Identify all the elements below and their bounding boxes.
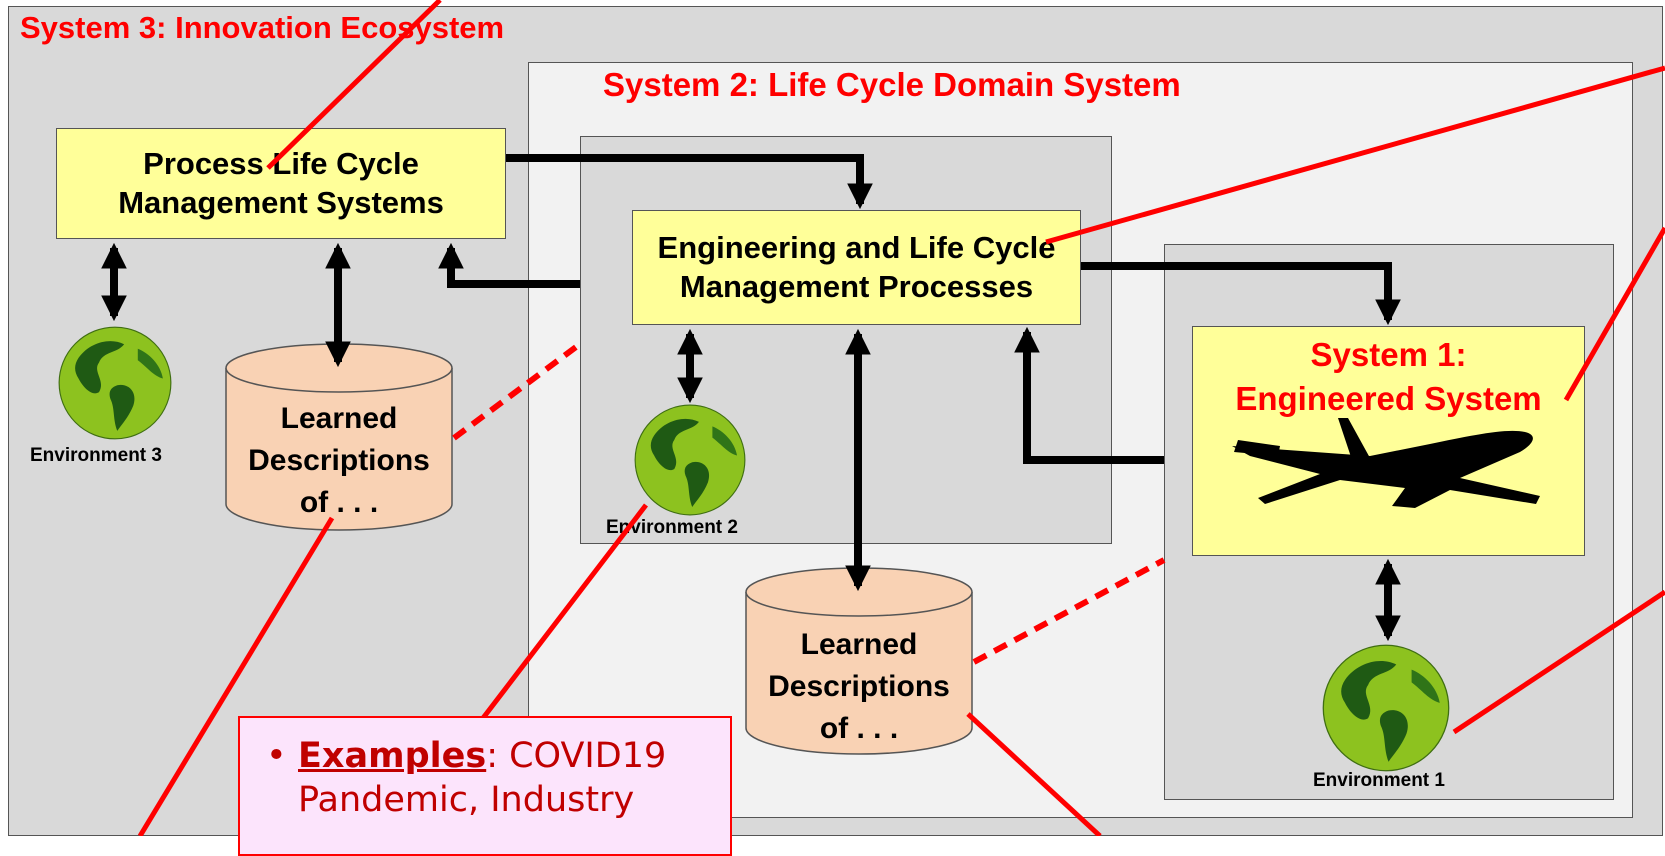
process-box-line1: Process Life Cycle bbox=[143, 145, 419, 181]
learned-left-line3: of . . . bbox=[299, 486, 379, 519]
connector-layer bbox=[101, 0, 1665, 836]
callout-line2: Pandemic, Industry bbox=[298, 780, 635, 820]
red-line-system1 bbox=[1563, 226, 1665, 402]
learned-descriptions-cylinder-middle: Learned Descriptions of . . . bbox=[744, 566, 974, 756]
dashed-link-left-cylinder bbox=[452, 341, 582, 441]
red-line-system3 bbox=[266, 0, 442, 170]
system2-title: System 2: Life Cycle Domain System bbox=[603, 66, 1181, 103]
learned-descriptions-cylinder-left: Learned Descriptions of . . . bbox=[224, 342, 454, 532]
globe-icon bbox=[1322, 644, 1450, 772]
examples-callout: • Examples: COVID19 Pandemic, Industry bbox=[238, 716, 732, 856]
engineering-box-line1: Engineering and Life Cycle bbox=[657, 229, 1056, 265]
learned-left-line1: Learned bbox=[280, 402, 398, 435]
examples-label: Examples bbox=[298, 736, 487, 776]
environment-2-label: Environment 2 bbox=[606, 517, 738, 538]
cylinder-shape bbox=[745, 567, 973, 755]
callout-line1-text: : COVID19 bbox=[486, 736, 667, 776]
red-line-env2 bbox=[478, 503, 648, 724]
learned-middle-line2: Descriptions bbox=[768, 670, 950, 703]
learned-left-line2: Descriptions bbox=[248, 444, 430, 477]
red-line-learned-middle bbox=[966, 712, 1102, 836]
dashed-link-middle-cylinder bbox=[972, 557, 1166, 665]
callout-bullet: • bbox=[266, 736, 287, 776]
learned-middle-line1: Learned bbox=[800, 628, 918, 661]
red-line-learned-left bbox=[137, 516, 335, 836]
environment-3-label: Environment 3 bbox=[30, 445, 162, 466]
airplane-icon bbox=[1232, 418, 1540, 508]
engineering-processes-box: Engineering and Life Cycle Management Pr… bbox=[632, 210, 1081, 325]
callout-line1: Examples: COVID19 bbox=[298, 734, 710, 778]
arrow-process-to-engineering bbox=[506, 154, 873, 210]
system1-line2: Engineered System bbox=[1235, 380, 1542, 417]
environment-1-label: Environment 1 bbox=[1313, 770, 1445, 791]
learned-middle-line3: of . . . bbox=[819, 712, 899, 745]
process-life-cycle-box: Process Life Cycle Management Systems bbox=[56, 128, 506, 239]
cylinder-shape bbox=[225, 343, 453, 531]
system1-line1: System 1: bbox=[1310, 336, 1467, 373]
arrow-system1-to-engineering bbox=[1014, 326, 1164, 464]
red-line-env1 bbox=[1452, 589, 1665, 735]
arrow-engineering-to-system1 bbox=[1081, 262, 1401, 326]
arrow-engineering-to-process bbox=[438, 242, 580, 288]
process-box-line2: Management Systems bbox=[118, 184, 444, 220]
globe-icon bbox=[634, 404, 746, 516]
globe-icon bbox=[58, 326, 172, 440]
red-line-engineering bbox=[1045, 65, 1665, 245]
engineering-box-line2: Management Processes bbox=[679, 268, 1034, 304]
